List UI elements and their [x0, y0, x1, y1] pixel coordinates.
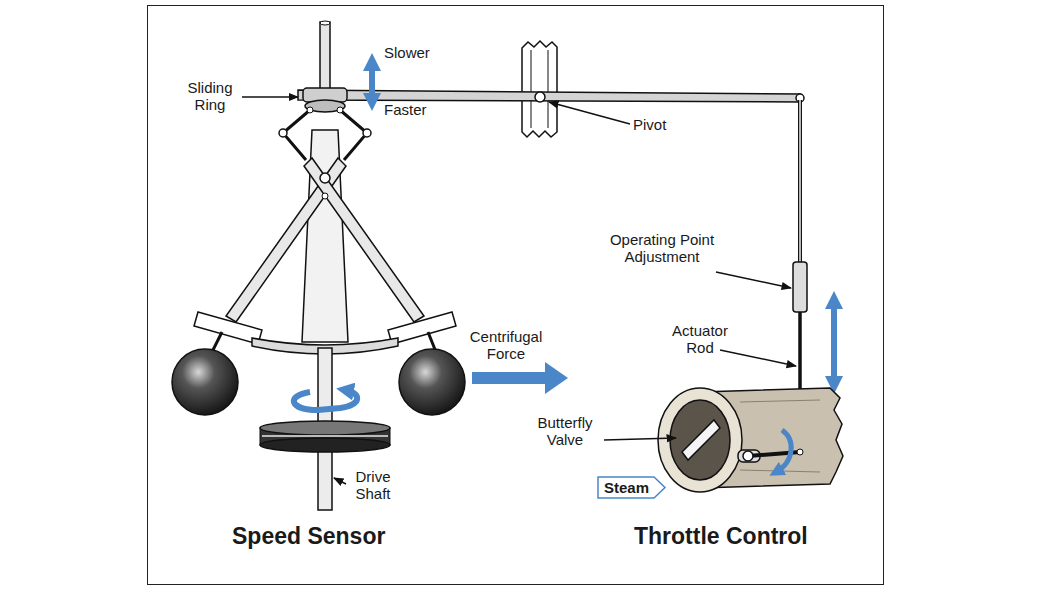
part-label: Actuator Rod — [664, 322, 736, 357]
node-text: Steam — [604, 479, 673, 496]
fly-ball — [399, 349, 465, 415]
force-arrow — [472, 362, 568, 394]
fly-ball — [172, 349, 238, 415]
steam-tag: Steam — [597, 476, 666, 499]
frame — [148, 6, 884, 585]
section-title: Throttle Control — [634, 523, 808, 549]
part-label: Drive Shaft — [347, 468, 399, 503]
part-label: Sliding Ring — [180, 79, 240, 114]
force-label: Centrifugal Force — [456, 328, 556, 363]
direction-label: Faster — [384, 101, 427, 118]
part-label: Operating Point Adjustment — [598, 231, 726, 266]
part-label: Pivot — [633, 116, 666, 133]
section-title: Speed Sensor — [232, 523, 385, 549]
part-label: Butterfly Valve — [526, 414, 604, 449]
direction-label: Slower — [384, 44, 430, 61]
butterfly-disc — [682, 420, 720, 460]
